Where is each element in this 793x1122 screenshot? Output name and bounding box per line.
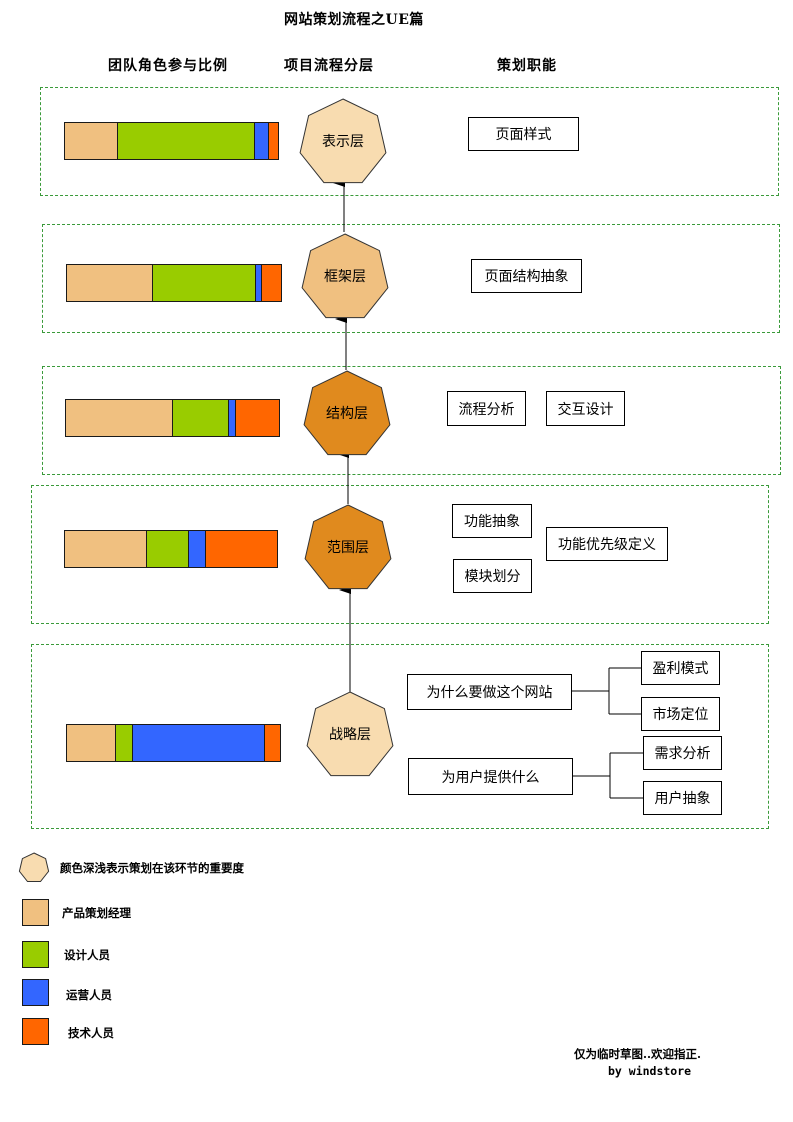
layer-node-structure: 结构层: [302, 368, 392, 458]
legend-swatch-ops: [22, 979, 49, 1006]
ratio-segment-tech: [265, 725, 280, 761]
ratio-bar: [64, 530, 278, 568]
legend-label-design: 设计人员: [64, 948, 110, 962]
ratio-segment-design: [115, 725, 134, 761]
ratio-segment-ops: [189, 531, 206, 567]
function-box: 功能抽象: [452, 504, 532, 538]
ratio-segment-pm: [65, 123, 119, 159]
function-box: 为什么要做这个网站: [407, 674, 572, 710]
ratio-segment-ops: [228, 400, 237, 436]
function-box: 模块划分: [453, 559, 532, 593]
legend-label-pm: 产品策划经理: [62, 906, 131, 920]
header-layers: 项目流程分层: [284, 58, 374, 74]
ratio-bar: [66, 724, 281, 762]
ratio-segment-design: [172, 400, 229, 436]
ratio-segment-tech: [236, 400, 279, 436]
header-functions: 策划职能: [497, 58, 557, 74]
ratio-bar: [64, 122, 279, 160]
layer-name: 战略层: [329, 727, 371, 743]
layer-frame-framework: [42, 224, 780, 333]
layer-frame-presentation: [40, 87, 779, 196]
layer-frame-strategy: [31, 644, 769, 829]
ratio-segment-ops: [256, 265, 262, 301]
legend-swatch-tech: [22, 1018, 49, 1045]
layer-frame-structure: [42, 366, 781, 475]
ratio-segment-ops: [254, 123, 270, 159]
heptagon-icon: [299, 98, 387, 184]
ratio-segment-ops: [133, 725, 266, 761]
ratio-segment-design: [146, 531, 189, 567]
function-box: 盈利模式: [641, 651, 720, 685]
ratio-bar: [65, 399, 280, 437]
legend-heptagon-label: 颜色深浅表示策划在该环节的重要度: [60, 861, 244, 875]
legend-swatch-pm: [22, 899, 49, 926]
ratio-segment-tech: [261, 265, 281, 301]
footer-author: by windstore: [608, 1064, 692, 1078]
header-team-ratio: 团队角色参与比例: [108, 58, 228, 74]
legend-label-tech: 技术人员: [68, 1026, 114, 1040]
function-box: 为用户提供什么: [408, 758, 573, 795]
function-box: 页面样式: [468, 117, 579, 151]
layer-name: 框架层: [324, 269, 366, 285]
function-box: 需求分析: [643, 736, 722, 770]
heptagon-icon: [303, 370, 391, 456]
layer-name: 表示层: [322, 134, 364, 150]
legend-label-ops: 运营人员: [66, 988, 112, 1002]
layer-node-presentation: 表示层: [298, 96, 388, 186]
function-box: 流程分析: [447, 391, 526, 426]
layer-name: 范围层: [327, 540, 369, 556]
ratio-segment-tech: [269, 123, 278, 159]
ratio-segment-pm: [67, 265, 153, 301]
heptagon-icon: [306, 691, 394, 777]
ratio-segment-design: [118, 123, 255, 159]
function-box: 用户抽象: [643, 781, 722, 815]
footer-note: 仅为临时草图..欢迎指正.: [574, 1047, 702, 1061]
ratio-segment-pm: [65, 531, 147, 567]
function-box: 页面结构抽象: [471, 259, 582, 293]
heptagon-icon: [301, 233, 389, 319]
layer-node-framework: 框架层: [300, 231, 390, 321]
layer-name: 结构层: [326, 406, 368, 422]
layer-node-scope: 范围层: [303, 502, 393, 592]
ratio-bar: [66, 264, 282, 302]
ratio-segment-pm: [67, 725, 116, 761]
legend-swatch-design: [22, 941, 49, 968]
ratio-segment-tech: [205, 531, 277, 567]
function-box: 市场定位: [641, 697, 720, 731]
layer-frame-scope: [31, 485, 769, 624]
ratio-segment-design: [152, 265, 257, 301]
ratio-segment-pm: [66, 400, 173, 436]
function-box: 功能优先级定义: [546, 527, 668, 561]
page-title: 网站策划流程之UE篇: [284, 12, 424, 28]
function-box: 交互设计: [546, 391, 625, 426]
legend-heptagon-icon: [18, 852, 50, 882]
layer-node-strategy: 战略层: [305, 689, 395, 779]
heptagon-icon: [304, 504, 392, 590]
